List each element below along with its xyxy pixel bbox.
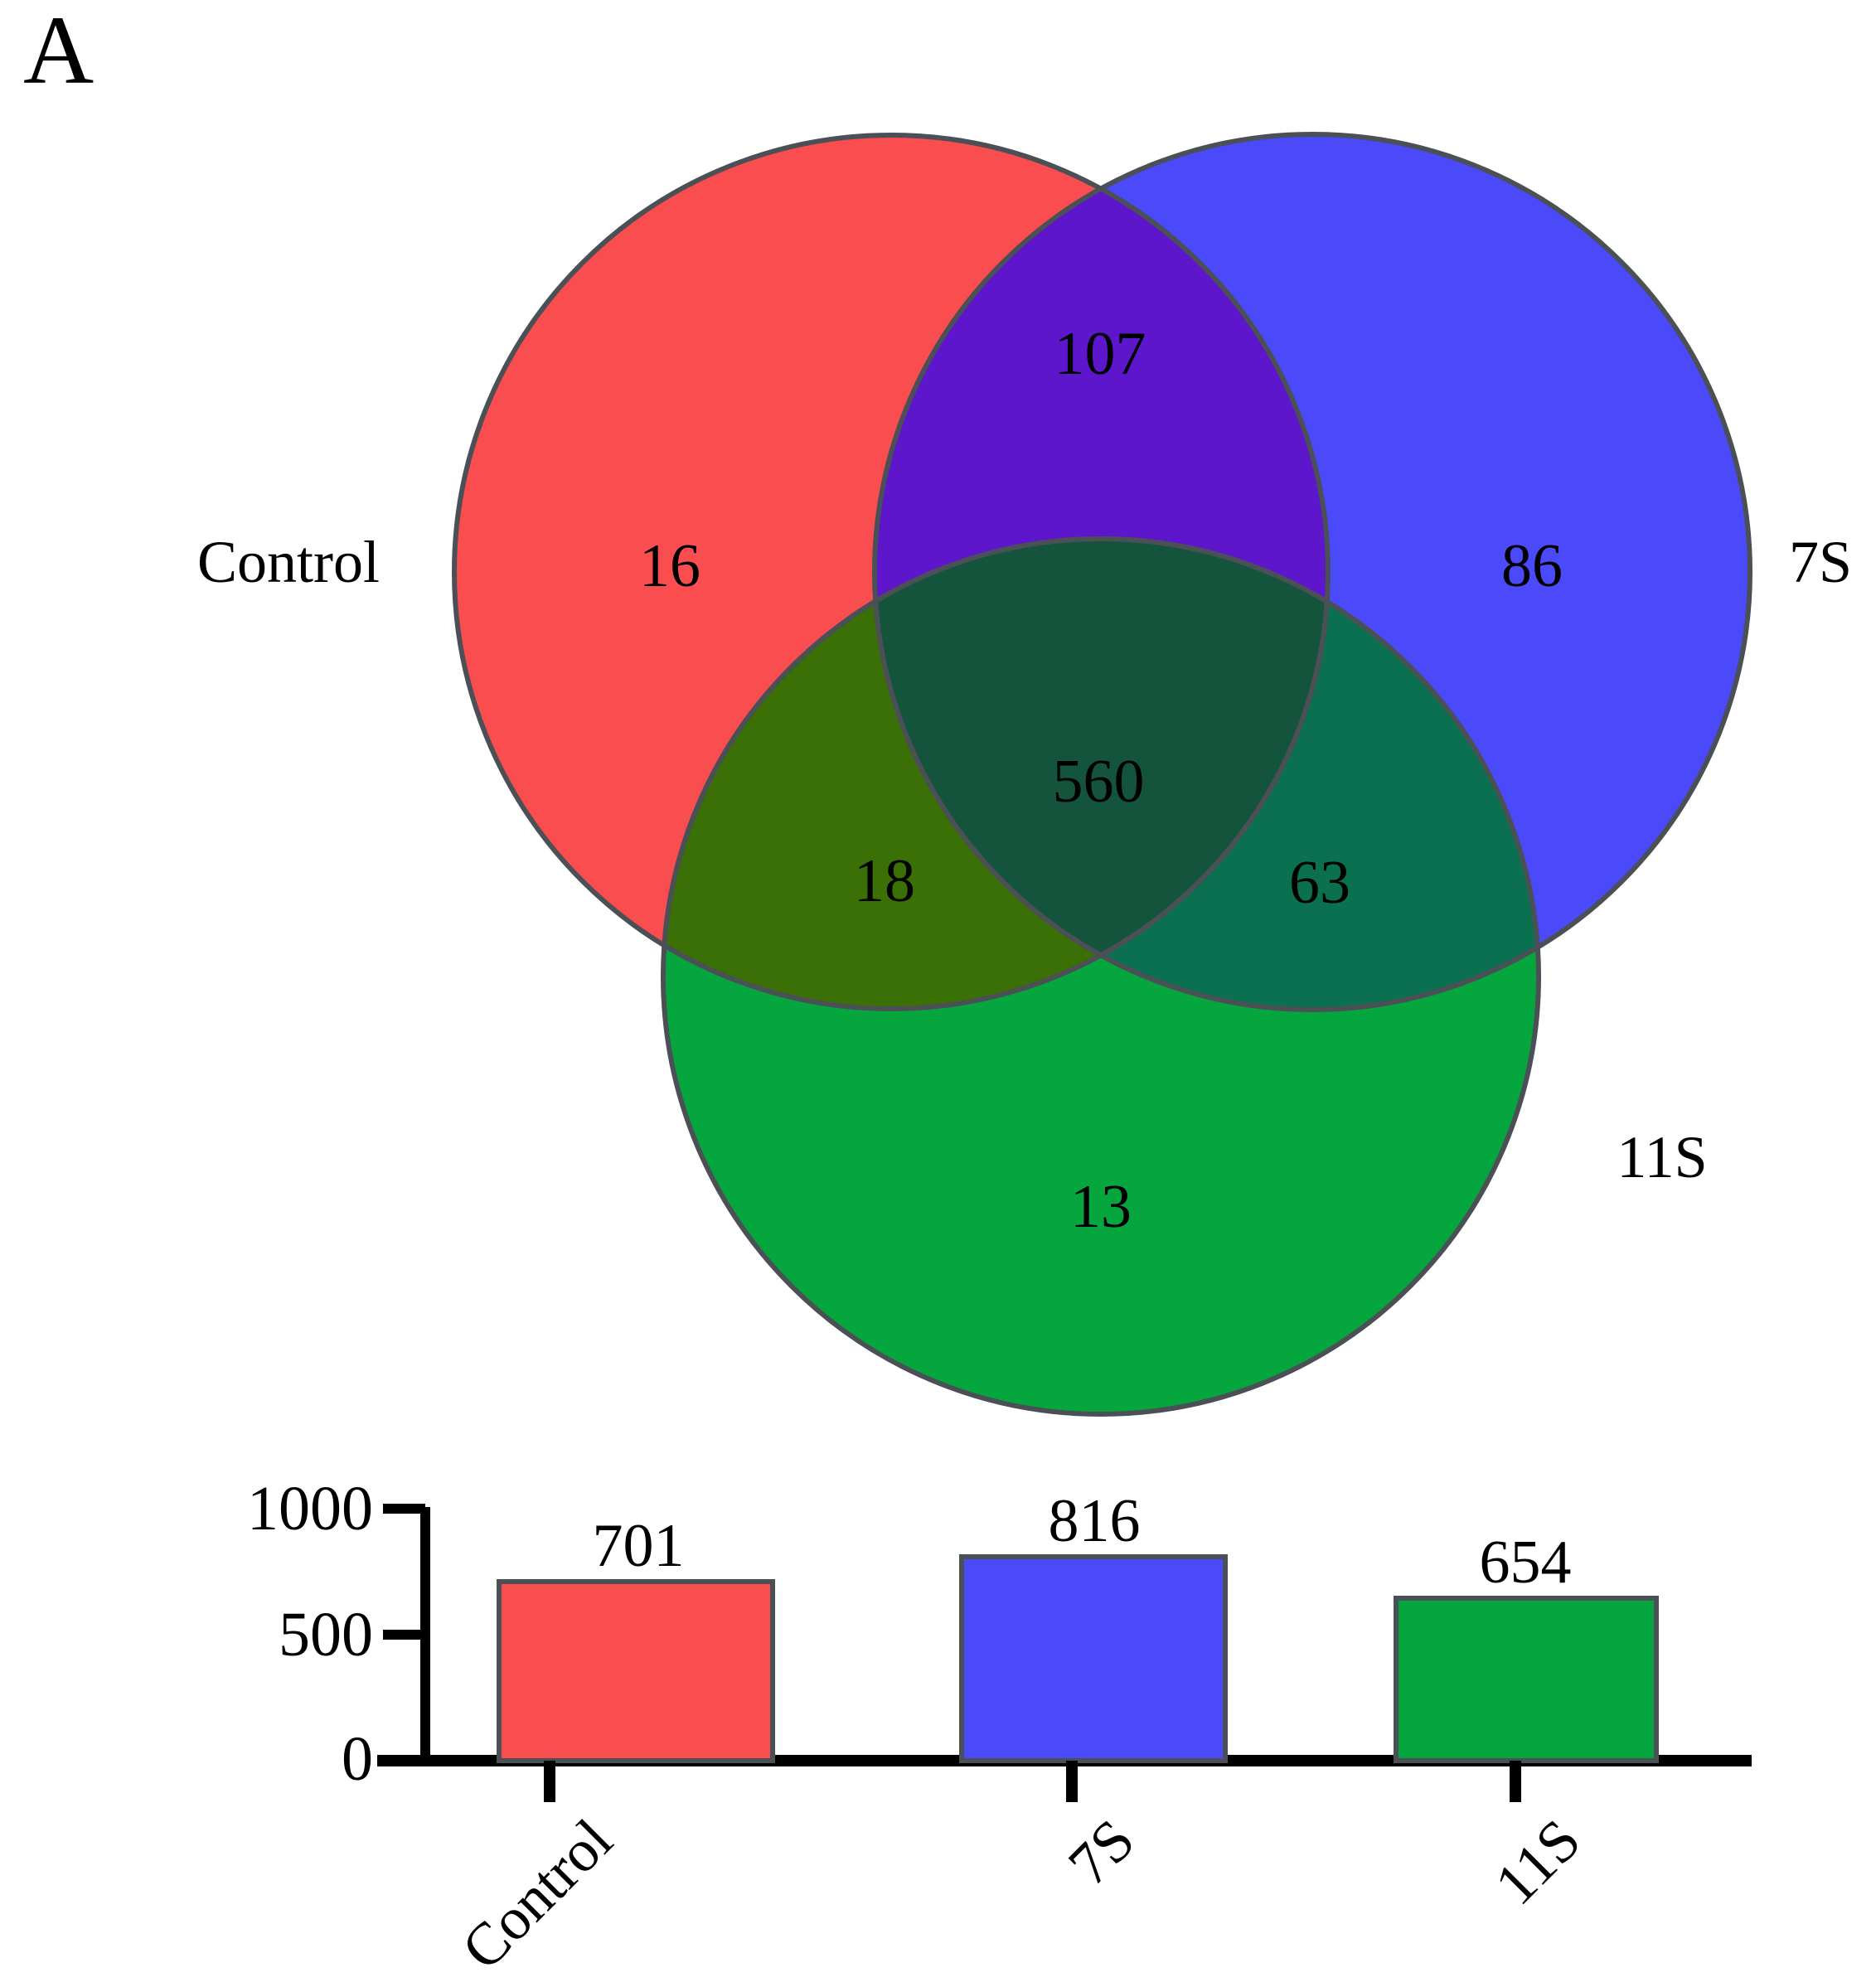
venn-count-control-11s: 18: [854, 847, 915, 915]
y-tick-label-500: 500: [279, 1600, 373, 1669]
venn-count-all-three: 560: [1052, 748, 1145, 816]
y-tick-label-1000: 1000: [247, 1474, 373, 1543]
bar-7s: [959, 1554, 1228, 1763]
bar-value-7s: 816: [1048, 1487, 1141, 1555]
panel-label: A: [23, 0, 95, 104]
venn-count-7s-only: 86: [1501, 532, 1563, 600]
venn-label-11s: 11S: [1617, 1124, 1708, 1190]
venn-outline-control: [452, 133, 1331, 1011]
venn-count-control-7s: 107: [1054, 320, 1146, 388]
bar-11s: [1394, 1596, 1659, 1763]
bar-value-11s: 654: [1479, 1529, 1572, 1597]
bar-value-control: 701: [592, 1512, 685, 1580]
venn-label-control: Control: [196, 529, 381, 595]
venn-diagram: Control 7S 11S 16 86 13 107 18 63 560: [196, 132, 1853, 1417]
bar-chart-svg: [377, 1504, 1752, 1802]
venn-outline-11s: [661, 536, 1541, 1417]
venn-count-11s-only: 13: [1070, 1173, 1132, 1241]
venn-label-7s: 7S: [1788, 529, 1853, 595]
venn-circles-svg: [452, 132, 1752, 1417]
venn-outline-7s: [872, 132, 1752, 1012]
bar-control: [497, 1579, 775, 1763]
venn-count-7s-11s: 63: [1289, 849, 1350, 917]
y-tick-label-0: 0: [342, 1724, 373, 1794]
bar-chart: 1000 500 0 701 816 654 Control 7S 11S: [0, 1467, 1876, 1982]
venn-count-control-only: 16: [639, 532, 700, 600]
